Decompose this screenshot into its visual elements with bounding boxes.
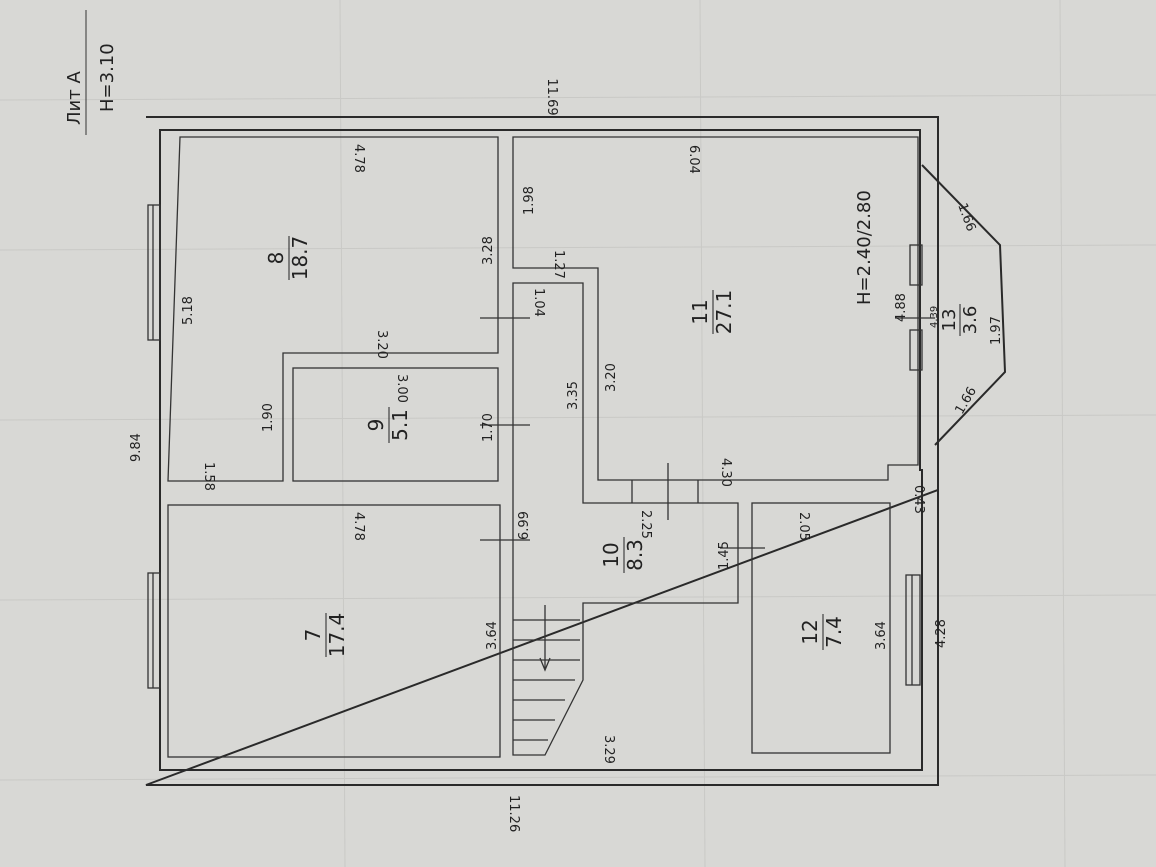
dim-13-a: 1.66 xyxy=(954,201,978,233)
room-label-7: 7 17.4 xyxy=(301,613,349,658)
dim-8-a: 4.78 xyxy=(351,144,366,173)
dim-8-f: 1.58 xyxy=(201,462,216,491)
bay-room-13 xyxy=(921,164,1007,446)
svg-text:7: 7 xyxy=(301,629,325,642)
dim-9-b: 1.70 xyxy=(481,413,496,442)
svg-text:27.1: 27.1 xyxy=(712,290,736,335)
svg-text:7.4: 7.4 xyxy=(822,616,846,648)
room-label-9: 9 5.1 xyxy=(364,407,412,443)
room-7-outline xyxy=(167,504,501,758)
dim-10-f: 3.29 xyxy=(601,735,616,764)
dim-8-e: 1.90 xyxy=(261,403,276,432)
dim-7-a: 4.78 xyxy=(351,512,366,541)
title-height: H=3.10 xyxy=(97,43,118,112)
dim-13-b: 1.66 xyxy=(952,384,979,417)
dim-12-b: 3.64 xyxy=(874,621,889,650)
dim-left: 9.84 xyxy=(129,433,144,462)
dim-bottom: 11.26 xyxy=(506,795,521,832)
dim-10-e: 1.45 xyxy=(717,541,732,570)
staircase xyxy=(513,605,580,741)
svg-text:5.1: 5.1 xyxy=(388,409,412,441)
dim-top: 11.69 xyxy=(544,78,559,115)
svg-text:13: 13 xyxy=(939,309,960,332)
dim-11-b: 1.98 xyxy=(522,186,537,215)
room-11-outline xyxy=(512,136,919,481)
room-label-8: 8 18.7 xyxy=(264,236,312,281)
dim-7-b: 3.64 xyxy=(485,621,500,650)
dim-11-e: 4.30 xyxy=(718,458,733,487)
inner-wall xyxy=(159,129,923,771)
dim-8-d: 3.20 xyxy=(374,330,389,359)
dim-13-c: 1.97 xyxy=(989,316,1004,345)
room-8-outline xyxy=(167,136,499,482)
dim-12-a: 2.05 xyxy=(796,512,811,541)
outer-wall xyxy=(145,116,939,786)
svg-text:8.3: 8.3 xyxy=(623,539,647,571)
dim-8-b: 5.18 xyxy=(181,296,196,325)
svg-text:8: 8 xyxy=(264,252,288,265)
svg-text:18.7: 18.7 xyxy=(288,236,312,281)
dim-9-a: 3.00 xyxy=(394,374,409,403)
dim-10-b: 3.35 xyxy=(566,381,581,410)
room-10-outline xyxy=(512,282,739,756)
dim-11-f: 4.88 xyxy=(894,293,909,322)
svg-text:10: 10 xyxy=(599,542,623,567)
dim-11-a: 6.04 xyxy=(686,145,701,174)
dim-13-d: 4.39 xyxy=(929,306,940,328)
room-label-11: 11 27.1 xyxy=(688,290,736,335)
title-lit: Лит А xyxy=(64,71,85,125)
dim-8-c: 3.28 xyxy=(481,236,496,265)
doors xyxy=(480,317,935,549)
dim-10-a: 1.04 xyxy=(531,288,546,317)
svg-text:17.4: 17.4 xyxy=(325,613,349,658)
svg-text:11: 11 xyxy=(688,299,712,324)
dim-10-d: 2.25 xyxy=(638,510,653,539)
dim-10-c: 6.99 xyxy=(517,511,532,540)
svg-text:3.6: 3.6 xyxy=(960,306,981,335)
room-label-10: 10 8.3 xyxy=(599,537,647,573)
room-label-13: 13 3.6 xyxy=(939,304,981,336)
dim-11-d: 3.20 xyxy=(604,363,619,392)
windows xyxy=(147,204,923,689)
svg-text:9: 9 xyxy=(364,419,388,432)
dim-right-small: 4.28 xyxy=(934,619,949,648)
room-11-height: H=2.40/2.80 xyxy=(854,190,875,305)
room-12-outline xyxy=(751,502,891,754)
room-label-12: 12 7.4 xyxy=(798,614,846,650)
dim-right-gap: 0.43 xyxy=(911,485,926,514)
dim-11-c: 1.27 xyxy=(551,250,566,279)
svg-text:12: 12 xyxy=(798,619,822,644)
